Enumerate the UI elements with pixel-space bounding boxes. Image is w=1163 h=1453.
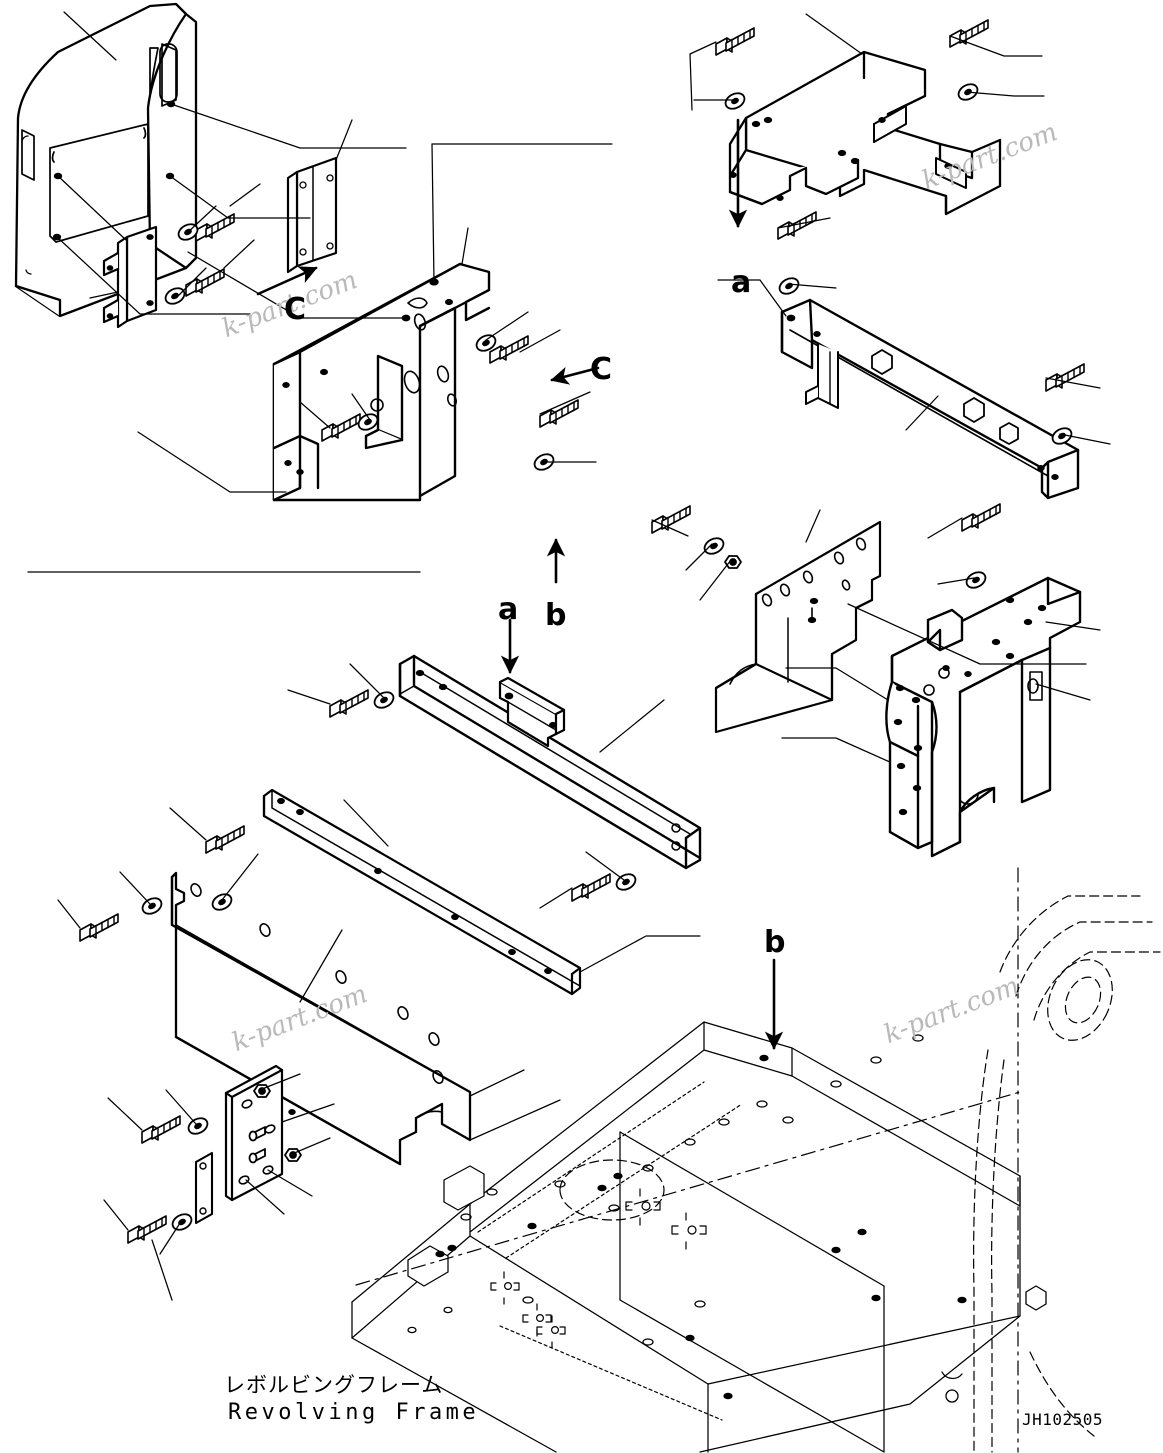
part-channel-beam: [398, 654, 702, 870]
reference-label-b-center: b: [545, 598, 567, 633]
reference-arrows: [500, 118, 784, 1050]
leader-lines: [27, 11, 1111, 1301]
frame-bolt-holes: [435, 1054, 967, 1400]
part-lower-cover-panel: [170, 871, 472, 1166]
title-japanese: レボルビングフレーム: [224, 1373, 444, 1397]
frame-rail-bracket: [805, 343, 839, 409]
part-shield-baffle-plate: [714, 520, 882, 734]
frame-surface-holes: [407, 1034, 924, 1346]
part-main-support-bracket: [272, 262, 491, 502]
part-flat-strip-rail: [262, 788, 582, 996]
frame-tapped-hole-symbols: [490, 1188, 707, 1349]
part-control-box-base-plate: [728, 50, 1002, 216]
stud-plate-studs: [248, 1126, 266, 1164]
part-link-strap: [194, 1151, 214, 1225]
part-angle-bracket-small: [286, 156, 338, 274]
section-arrows: [256, 266, 600, 385]
drawing-number: JH102505: [1022, 1410, 1104, 1429]
cover-panel-holes: [52, 100, 176, 241]
title-english: Revolving Frame: [228, 1400, 480, 1425]
part-clamp-block: [498, 676, 566, 748]
part-mounting-bracket-left: [102, 225, 158, 329]
reference-label-a-upper: a: [731, 265, 752, 300]
part-gantry-support-frame: [885, 576, 1082, 858]
reference-label-a-center: a: [498, 592, 519, 627]
frame-weld-seams: [477, 1081, 743, 1421]
reference-label-b-lower: b: [764, 925, 786, 960]
control-box-tabs: [873, 105, 967, 189]
cover-panel-corner-marks: [21, 135, 32, 275]
cover-panel-cutouts: [21, 43, 178, 243]
frame-boom-mount-phantom: [559, 895, 1161, 1453]
section-label-c-left: C: [284, 292, 307, 327]
part-revolving-frame-body: [351, 1021, 1021, 1453]
section-label-c-right: C: [590, 352, 613, 387]
stud-plate-holes: [238, 1099, 276, 1185]
frame-centerline: [355, 867, 1021, 1453]
frame-rail-nuts: [871, 349, 1019, 445]
